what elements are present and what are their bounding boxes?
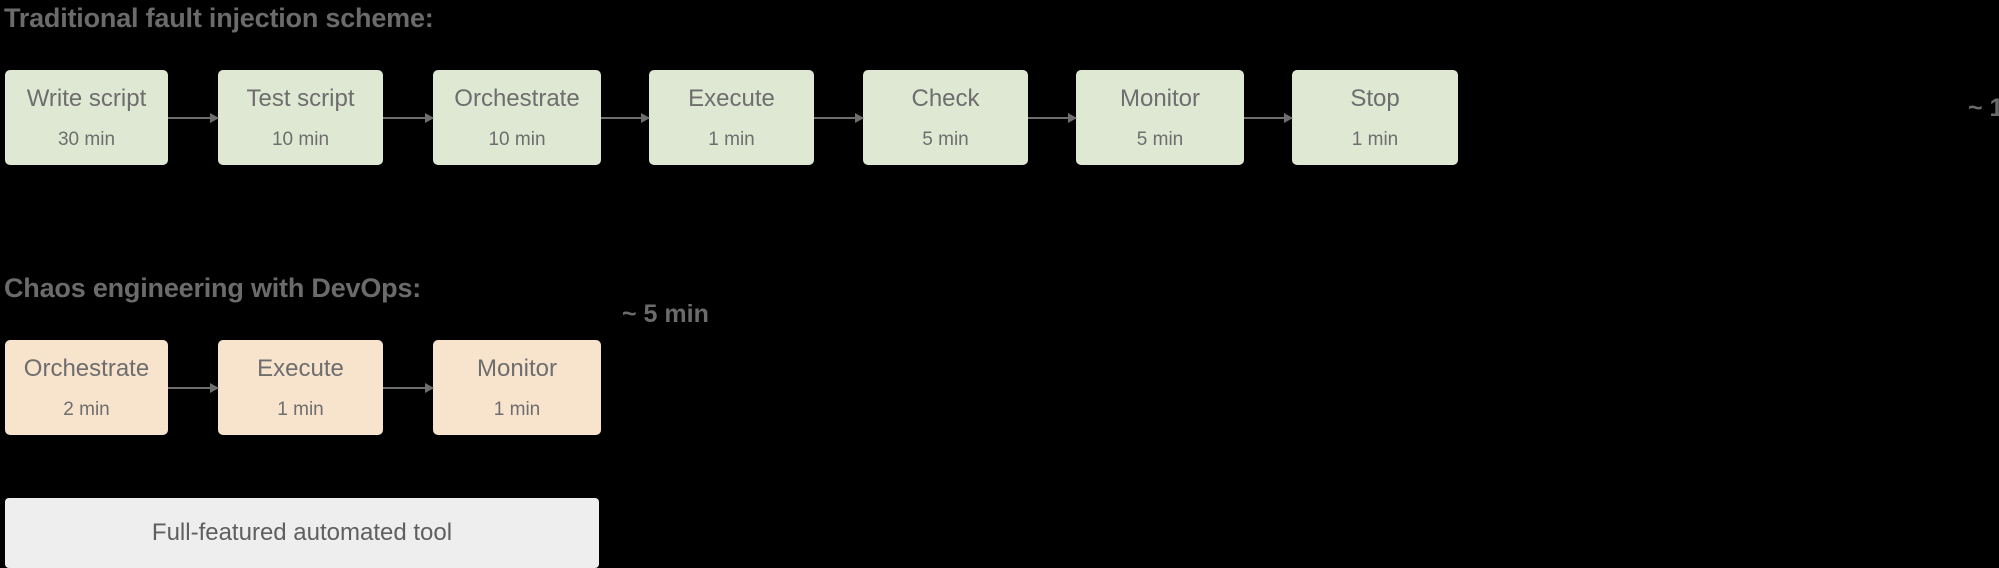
flow-node-label: Execute: [257, 354, 344, 382]
flow-arrow-icon: [1244, 112, 1293, 123]
flow-arrow-icon: [814, 112, 864, 123]
flow-node-orchestrate[interactable]: Orchestrate 10 min: [433, 70, 601, 165]
flow-node-stop[interactable]: Stop 1 min: [1292, 70, 1458, 165]
flow-row-traditional: Write script 30 min Test script 10 min O…: [5, 70, 1458, 165]
flow-node-orchestrate-chaos[interactable]: Orchestrate 2 min: [5, 340, 168, 435]
flow-node-label: Write script: [26, 84, 147, 112]
flow-node-duration: 10 min: [271, 128, 330, 150]
flow-node-duration: 5 min: [1136, 128, 1184, 150]
flow-node-write-script[interactable]: Write script 30 min: [5, 70, 168, 165]
flow-node-duration: 10 min: [488, 128, 546, 150]
flow-node-label: Monitor: [1119, 84, 1201, 112]
flow-node-label: Orchestrate: [23, 354, 150, 382]
flow-node-label: Stop: [1350, 84, 1400, 112]
total-duration-chaos: ~ 5 min: [622, 300, 709, 328]
flow-node-label: Test script: [246, 84, 355, 112]
full-featured-tool-label: Full-featured automated tool: [151, 519, 453, 546]
flow-node-label: Monitor: [476, 354, 558, 382]
flow-node-label: Execute: [688, 84, 775, 112]
flow-node-duration: 2 min: [63, 398, 110, 420]
flow-node-duration: 1 min: [493, 398, 541, 420]
flow-arrow-icon: [383, 112, 434, 123]
flow-node-execute-chaos[interactable]: Execute 1 min: [218, 340, 383, 435]
section-heading-chaos: Chaos engineering with DevOps:: [4, 273, 422, 303]
flow-node-test-script[interactable]: Test script 10 min: [218, 70, 383, 165]
flow-arrow-icon: [601, 112, 650, 123]
flow-node-monitor-chaos[interactable]: Monitor 1 min: [433, 340, 601, 435]
total-duration-traditional: ~ 1 hour: [1968, 94, 1999, 122]
flow-arrow-icon: [383, 382, 434, 393]
section-heading-traditional: Traditional fault injection scheme:: [4, 3, 434, 33]
flow-arrow-icon: [1028, 112, 1077, 123]
flow-node-label: Orchestrate: [454, 84, 580, 112]
flow-node-duration: 1 min: [1351, 128, 1399, 150]
flow-node-execute[interactable]: Execute 1 min: [649, 70, 814, 165]
flow-node-label: Check: [911, 84, 980, 112]
flow-node-monitor[interactable]: Monitor 5 min: [1076, 70, 1244, 165]
flow-row-chaos: Orchestrate 2 min Execute 1 min Monitor …: [5, 340, 601, 435]
flow-arrow-icon: [168, 382, 219, 393]
flow-node-duration: 1 min: [277, 398, 324, 420]
flow-node-check[interactable]: Check 5 min: [863, 70, 1028, 165]
flow-arrow-icon: [168, 112, 219, 123]
full-featured-tool-bar: Full-featured automated tool: [5, 498, 599, 568]
flow-node-duration: 30 min: [57, 128, 116, 150]
flow-node-duration: 1 min: [708, 128, 755, 150]
flow-node-duration: 5 min: [922, 128, 969, 150]
